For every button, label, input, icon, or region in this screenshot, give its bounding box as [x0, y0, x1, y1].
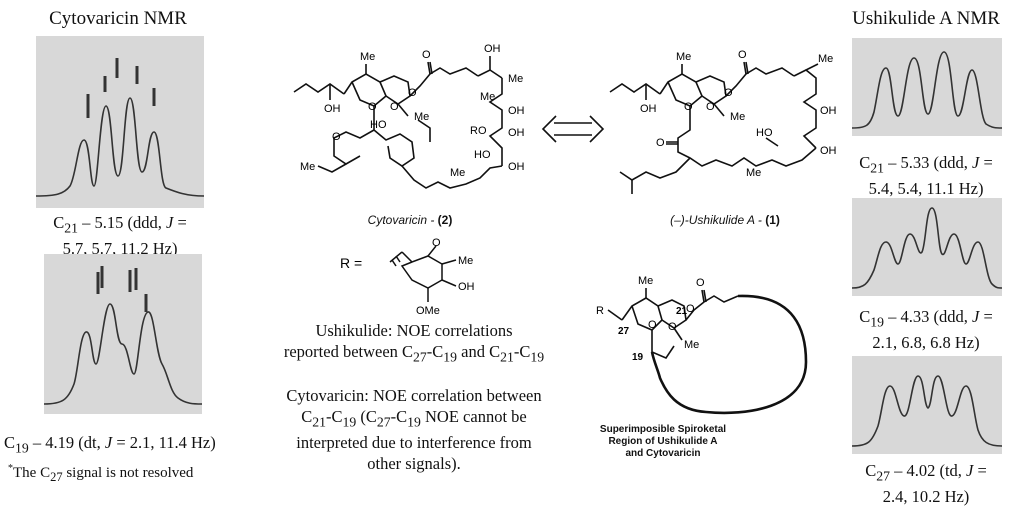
svg-text:OH: OH — [508, 127, 525, 139]
svg-text:O: O — [724, 87, 733, 99]
cytovaricin-c21-caption: C21 – 5.15 (ddd, J = 5.7, 5.7, 11.2 Hz) — [53, 213, 187, 259]
svg-text:OH: OH — [820, 145, 837, 157]
svg-text:HO: HO — [756, 127, 773, 139]
svg-text:19: 19 — [632, 352, 644, 363]
svg-text:RO: RO — [470, 125, 487, 137]
ushikulide-nmr-title: Ushikulide A NMR — [852, 8, 1000, 29]
cytovaricin-c19-caption: C19 – 4.19 (dt, J = 2.1, 11.4 Hz) — [4, 433, 216, 456]
ushikulide-c27-spectrum — [851, 356, 1003, 454]
ushikulide-c19-caption: C19 – 4.33 (ddd, J = 2.1, 6.8, 6.8 Hz) — [859, 307, 993, 353]
cytovaricin-structure: Me OH O O O O OH Me OH OH OH RO HO Me Me… — [293, 43, 525, 189]
svg-text:OH: OH — [640, 103, 657, 115]
ushikulide-label: (–)-Ushikulide A - (1) — [670, 213, 780, 227]
cytovaricin-nmr-title: Cytovaricin NMR — [49, 8, 187, 29]
svg-text:O: O — [686, 303, 695, 315]
ushikulide-c19-spectrum — [851, 198, 1003, 296]
svg-text:O: O — [648, 319, 657, 331]
svg-text:Me: Me — [360, 51, 375, 63]
svg-text:O: O — [696, 277, 705, 289]
svg-text:Me: Me — [818, 53, 833, 65]
spiroketal-diagram: Me R 27 O O 21 O O Me 19 — [596, 275, 808, 415]
svg-text:OH: OH — [508, 161, 525, 173]
svg-text:HO: HO — [370, 119, 387, 131]
svg-text:OH: OH — [324, 103, 341, 115]
svg-text:O: O — [408, 87, 417, 99]
ushikulide-noe-text: Ushikulide: NOE correlations reported be… — [283, 321, 545, 365]
svg-text:OH: OH — [820, 105, 837, 117]
footnote: *The C27 signal is not resolved — [8, 463, 194, 484]
svg-text:OH: OH — [458, 281, 475, 293]
svg-text:O: O — [332, 131, 341, 143]
svg-text:O: O — [432, 237, 441, 249]
svg-text:R =: R = — [340, 255, 362, 271]
svg-text:O: O — [684, 101, 693, 113]
equivalence-arrow-icon — [541, 115, 605, 143]
ushikulide-c21-spectrum — [851, 38, 1003, 136]
svg-text:Me: Me — [414, 111, 429, 123]
ushikulide-structure: Me OH O O O O Me OH OH Me O HO Me — [609, 49, 837, 194]
svg-text:Me: Me — [684, 339, 699, 351]
svg-text:21: 21 — [676, 306, 688, 317]
svg-text:Me: Me — [746, 167, 761, 179]
svg-text:Me: Me — [638, 275, 653, 287]
svg-text:O: O — [368, 101, 377, 113]
svg-text:Me: Me — [450, 167, 465, 179]
svg-text:O: O — [422, 49, 431, 61]
svg-text:Me: Me — [458, 255, 473, 267]
svg-text:O: O — [668, 321, 677, 333]
cytovaricin-noe-text: Cytovaricin: NOE correlation between C21… — [286, 386, 542, 474]
cytovaricin-label: Cytovaricin - (2) — [367, 213, 453, 227]
ushikulide-c21-caption: C21 – 5.33 (ddd, J = 5.4, 5.4, 11.1 Hz) — [859, 153, 993, 199]
svg-text:Me: Me — [508, 73, 523, 85]
svg-text:O: O — [390, 101, 399, 113]
svg-text:OH: OH — [484, 43, 501, 55]
sugar-r-group: R = O Me OH OMe — [340, 237, 475, 316]
spiroketal-caption: Superimposible Spiroketal Region of Ushi… — [599, 424, 727, 459]
svg-text:O: O — [738, 49, 747, 61]
svg-text:O: O — [706, 101, 715, 113]
svg-text:27: 27 — [618, 326, 630, 337]
cytovaricin-c21-spectrum — [35, 36, 205, 208]
svg-text:Me: Me — [480, 91, 495, 103]
svg-text:OMe: OMe — [416, 305, 440, 316]
svg-text:HO: HO — [474, 149, 491, 161]
svg-text:OH: OH — [508, 105, 525, 117]
cytovaricin-c19-spectrum — [43, 254, 203, 414]
svg-text:Me: Me — [676, 51, 691, 63]
svg-text:Me: Me — [300, 161, 315, 173]
svg-text:Me: Me — [730, 111, 745, 123]
svg-text:R: R — [596, 305, 604, 317]
svg-text:O: O — [656, 137, 665, 149]
